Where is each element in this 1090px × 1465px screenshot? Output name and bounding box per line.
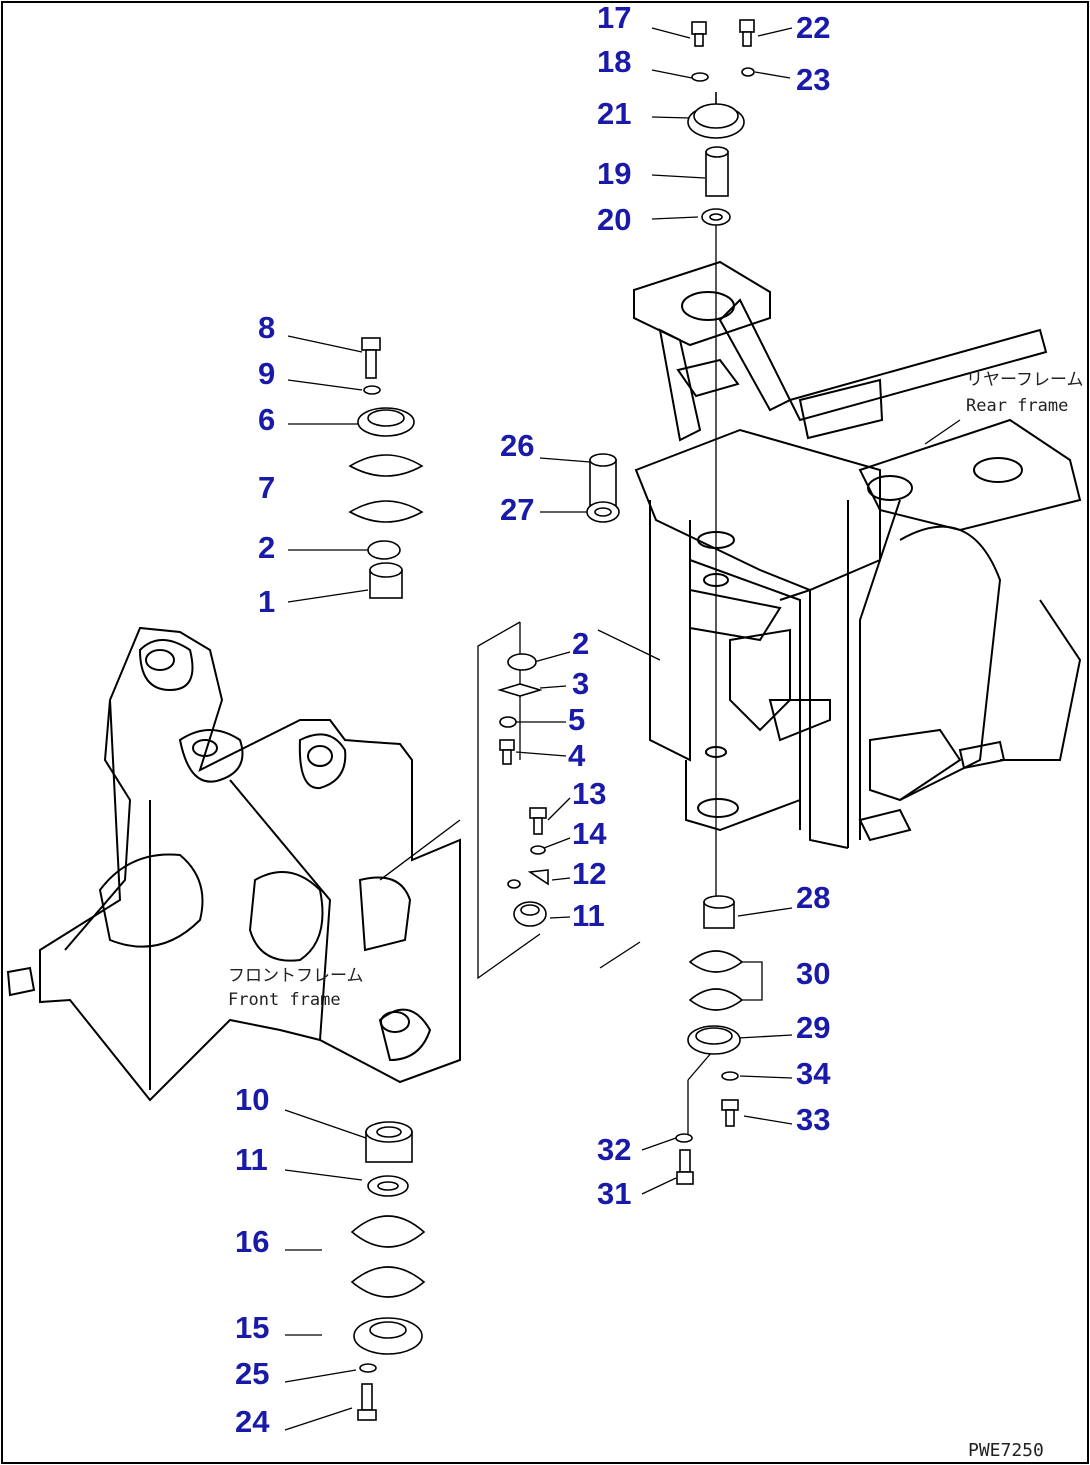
callout-30: 30 <box>796 956 831 991</box>
callout-22: 22 <box>796 10 831 45</box>
front-frame-label-jp: フロントフレーム <box>228 966 364 986</box>
callout-28: 28 <box>796 880 831 915</box>
lower-right-parts <box>675 895 744 1185</box>
top-pin-parts <box>687 19 755 226</box>
front-frame-leader <box>379 819 461 881</box>
middle-parts <box>497 653 549 927</box>
callout-9: 9 <box>258 356 276 391</box>
callout-23: 23 <box>796 62 831 97</box>
callout-8: 8 <box>258 310 276 345</box>
callout-2-middle: 2 <box>572 626 590 661</box>
callout-7: 7 <box>258 470 276 505</box>
callout-24: 24 <box>235 1404 270 1439</box>
callout-20: 20 <box>597 202 632 237</box>
drawing-code: PWE7250 <box>968 1440 1044 1461</box>
callout-29: 29 <box>796 1010 831 1045</box>
callout-6: 6 <box>258 402 276 437</box>
callout-16: 16 <box>235 1224 270 1259</box>
callout-27: 27 <box>500 492 535 527</box>
callout-1: 1 <box>258 584 276 619</box>
callout-2-upper: 2 <box>258 530 276 565</box>
callout-33: 33 <box>796 1102 831 1137</box>
callout-4: 4 <box>568 738 586 773</box>
callout-34: 34 <box>796 1056 831 1091</box>
lower-left-parts <box>350 1121 426 1421</box>
callout-17: 17 <box>597 0 632 35</box>
callout-21: 21 <box>597 96 632 131</box>
callout-11-lower: 11 <box>235 1142 268 1177</box>
callout-14: 14 <box>572 816 607 851</box>
callout-31: 31 <box>597 1176 632 1211</box>
left-upper-parts <box>348 337 424 599</box>
callout-25: 25 <box>235 1356 270 1391</box>
callout-5: 5 <box>568 702 586 737</box>
front-frame-drawing <box>6 626 461 1102</box>
rear-frame-label-en: Rear frame <box>966 396 1069 416</box>
callout-3: 3 <box>572 666 590 701</box>
callout-11-middle: 11 <box>572 898 605 933</box>
callout-13: 13 <box>572 776 607 811</box>
rear-frame-drawing <box>633 260 1082 849</box>
front-frame-label-en: Front frame <box>228 990 341 1010</box>
rear-frame-label-jp: リヤーフレーム <box>966 370 1084 390</box>
pin-26-27 <box>586 453 620 523</box>
callout-10: 10 <box>235 1082 270 1117</box>
callout-15: 15 <box>235 1310 270 1345</box>
callout-18: 18 <box>597 44 632 79</box>
callout-12: 12 <box>572 856 607 891</box>
callout-19: 19 <box>597 156 632 191</box>
callout-32: 32 <box>597 1132 632 1167</box>
callout-26: 26 <box>500 428 535 463</box>
